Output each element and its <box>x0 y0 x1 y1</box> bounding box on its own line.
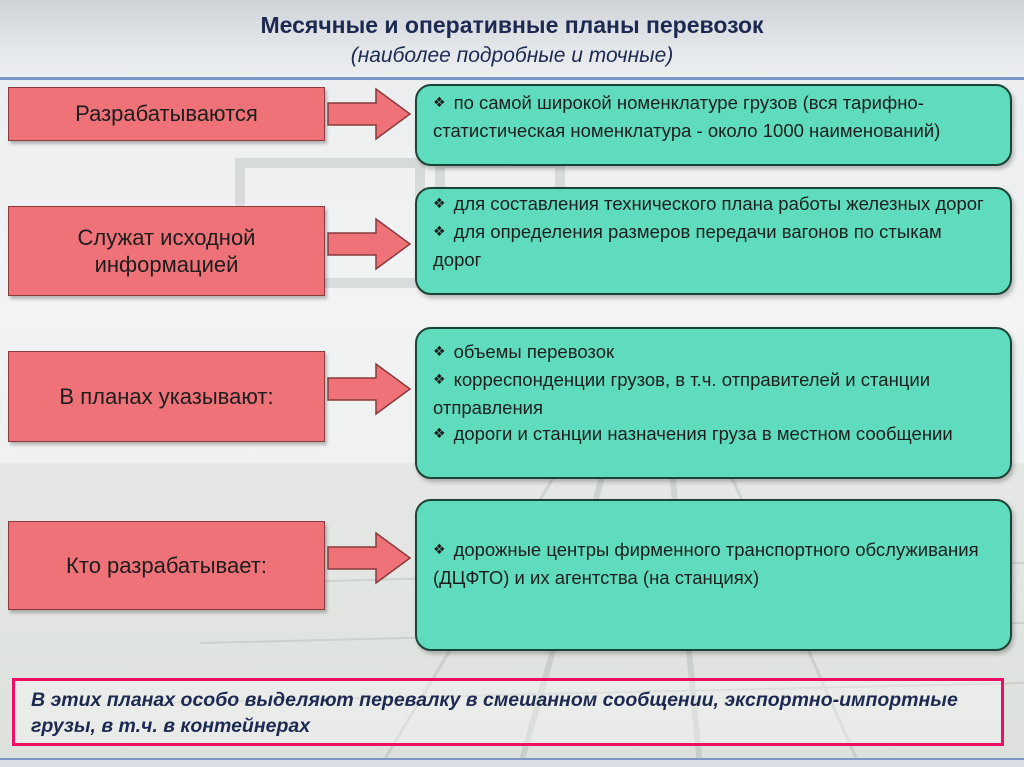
label-text: Разрабатываются <box>75 101 258 127</box>
label-box-who-develops: Кто разрабатывает: <box>8 521 325 610</box>
label-text: Кто разрабатывает: <box>66 552 267 578</box>
arrow-right-icon <box>327 87 412 141</box>
arrow-right-icon <box>327 531 412 585</box>
label-text: В планах указывают: <box>59 383 274 409</box>
list-item: ❖по самой широкой номенклатуре грузов (в… <box>433 92 941 141</box>
arrow-right-icon <box>327 362 412 416</box>
info-box-develop: ❖по самой широкой номенклатуре грузов (в… <box>415 84 1012 166</box>
info-box-who-develops: ❖дорожные центры фирменного транспортног… <box>415 499 1012 651</box>
label-text: Служат исходной информацией <box>77 224 256 278</box>
arrow-right-icon <box>327 217 412 271</box>
list-item: ❖для составления технического плана рабо… <box>433 193 984 214</box>
bottom-strip <box>0 758 1024 767</box>
diamond-bullet-icon: ❖ <box>433 542 446 558</box>
list-item: ❖дороги и станции назначения груза в мес… <box>433 423 953 444</box>
footer-note-box: В этих планах особо выделяют перевалку в… <box>12 678 1004 746</box>
list-item: ❖дорожные центры фирменного транспортног… <box>433 539 979 588</box>
label-box-source-info: Служат исходной информацией <box>8 206 325 296</box>
list-item: ❖корреспонденции грузов, в т.ч. отправит… <box>433 369 931 418</box>
info-box-specified: ❖объемы перевозок ❖корреспонденции грузо… <box>415 327 1012 479</box>
info-box-source-info: ❖для составления технического плана рабо… <box>415 187 1012 295</box>
diamond-bullet-icon: ❖ <box>433 196 446 212</box>
label-box-develop: Разрабатываются <box>8 87 325 141</box>
diamond-bullet-icon: ❖ <box>433 95 446 111</box>
footer-note-text: В этих планах особо выделяют перевалку в… <box>31 689 958 737</box>
list-item: ❖для определения размеров передачи вагон… <box>433 221 942 270</box>
page-title: Месячные и оперативные планы перевозок <box>260 12 764 38</box>
page-subtitle: (наиболее подробные и точные) <box>350 44 674 67</box>
diamond-bullet-icon: ❖ <box>433 372 446 388</box>
diamond-bullet-icon: ❖ <box>433 224 446 240</box>
diamond-bullet-icon: ❖ <box>433 344 446 360</box>
diamond-bullet-icon: ❖ <box>433 426 446 442</box>
header: Месячные и оперативные планы перевозок (… <box>0 0 1024 80</box>
label-box-specified: В планах указывают: <box>8 351 325 442</box>
list-item: ❖объемы перевозок <box>433 341 615 362</box>
